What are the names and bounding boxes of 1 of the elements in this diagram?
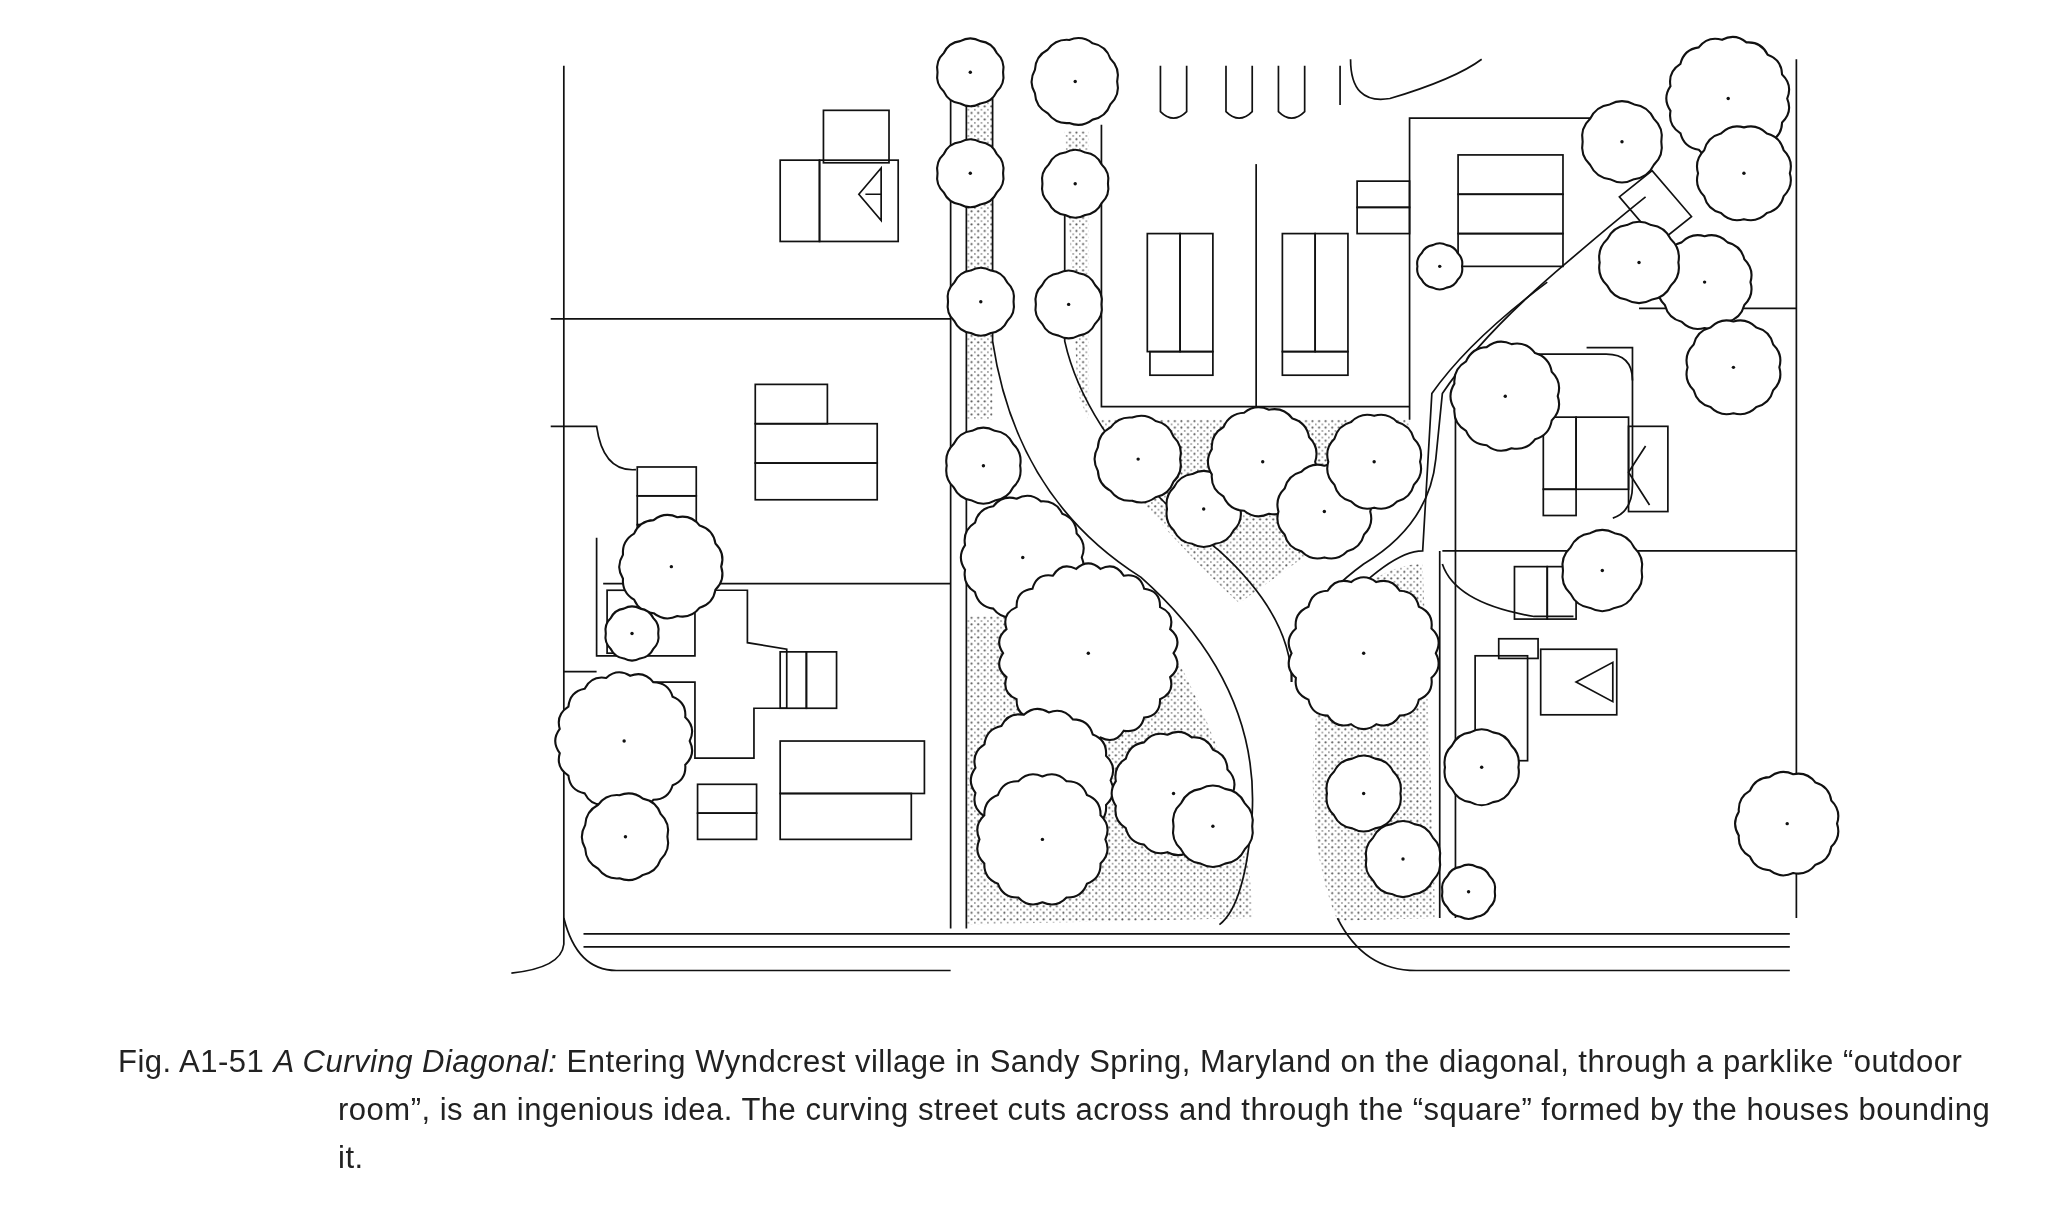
figure-caption: Fig. A1-51 A Curving Diagonal: Entering Wyndcrest village in Sandy Spring, Maryland on the diagonal, through a parklike “outdoor room”, is an ingenious idea. The curving street cuts across and through the “square” formed by the houses bounding it.	[118, 1043, 1992, 1177]
